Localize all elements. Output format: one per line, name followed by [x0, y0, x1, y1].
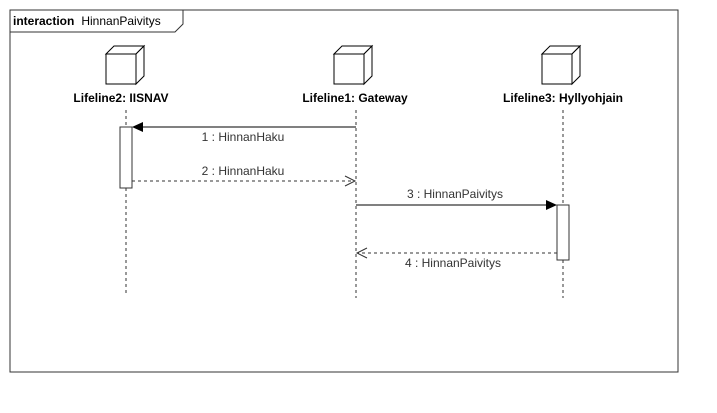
message-label: 3 : HinnanPaivitys [407, 187, 503, 201]
lifeline-iisnav: Lifeline2: IISNAV [73, 44, 169, 296]
open-arrowhead-icon [344, 175, 357, 187]
message-1: 1 : HinnanHaku [132, 122, 356, 144]
lifeline-label: Lifeline3: Hyllyohjain [503, 91, 623, 105]
open-arrowhead-icon [355, 247, 368, 259]
message-label: 1 : HinnanHaku [202, 130, 285, 144]
lifeline-label: Lifeline2: IISNAV [73, 91, 168, 105]
node-cube-icon [540, 44, 582, 86]
lifeline-gateway: Lifeline1: Gateway [302, 44, 408, 298]
filled-arrowhead-icon [546, 200, 557, 210]
frame-tab [9, 9, 184, 33]
frame-keyword: interaction [13, 14, 74, 28]
node-cube-icon [332, 44, 374, 86]
message-label: 4 : HinnanPaivitys [405, 256, 501, 270]
message-4: 4 : HinnanPaivitys [355, 247, 557, 270]
filled-arrowhead-icon [132, 122, 143, 132]
node-cube-icon [104, 44, 146, 86]
activation-bar [119, 126, 133, 189]
lifeline-label: Lifeline1: Gateway [302, 91, 408, 105]
activation-bar [556, 204, 570, 261]
frame-name: HinnanPaivitys [81, 14, 160, 28]
message-3: 3 : HinnanPaivitys [356, 187, 557, 210]
svg-text:interaction HinnanPaivit: interaction HinnanPaivitys [13, 12, 161, 29]
lifeline-hyllyohjain: Lifeline3: Hyllyohjain [503, 44, 623, 298]
message-label: 2 : HinnanHaku [202, 164, 285, 178]
message-2: 2 : HinnanHaku [132, 164, 357, 187]
interaction-frame: interaction HinnanPaivitys [9, 9, 679, 373]
